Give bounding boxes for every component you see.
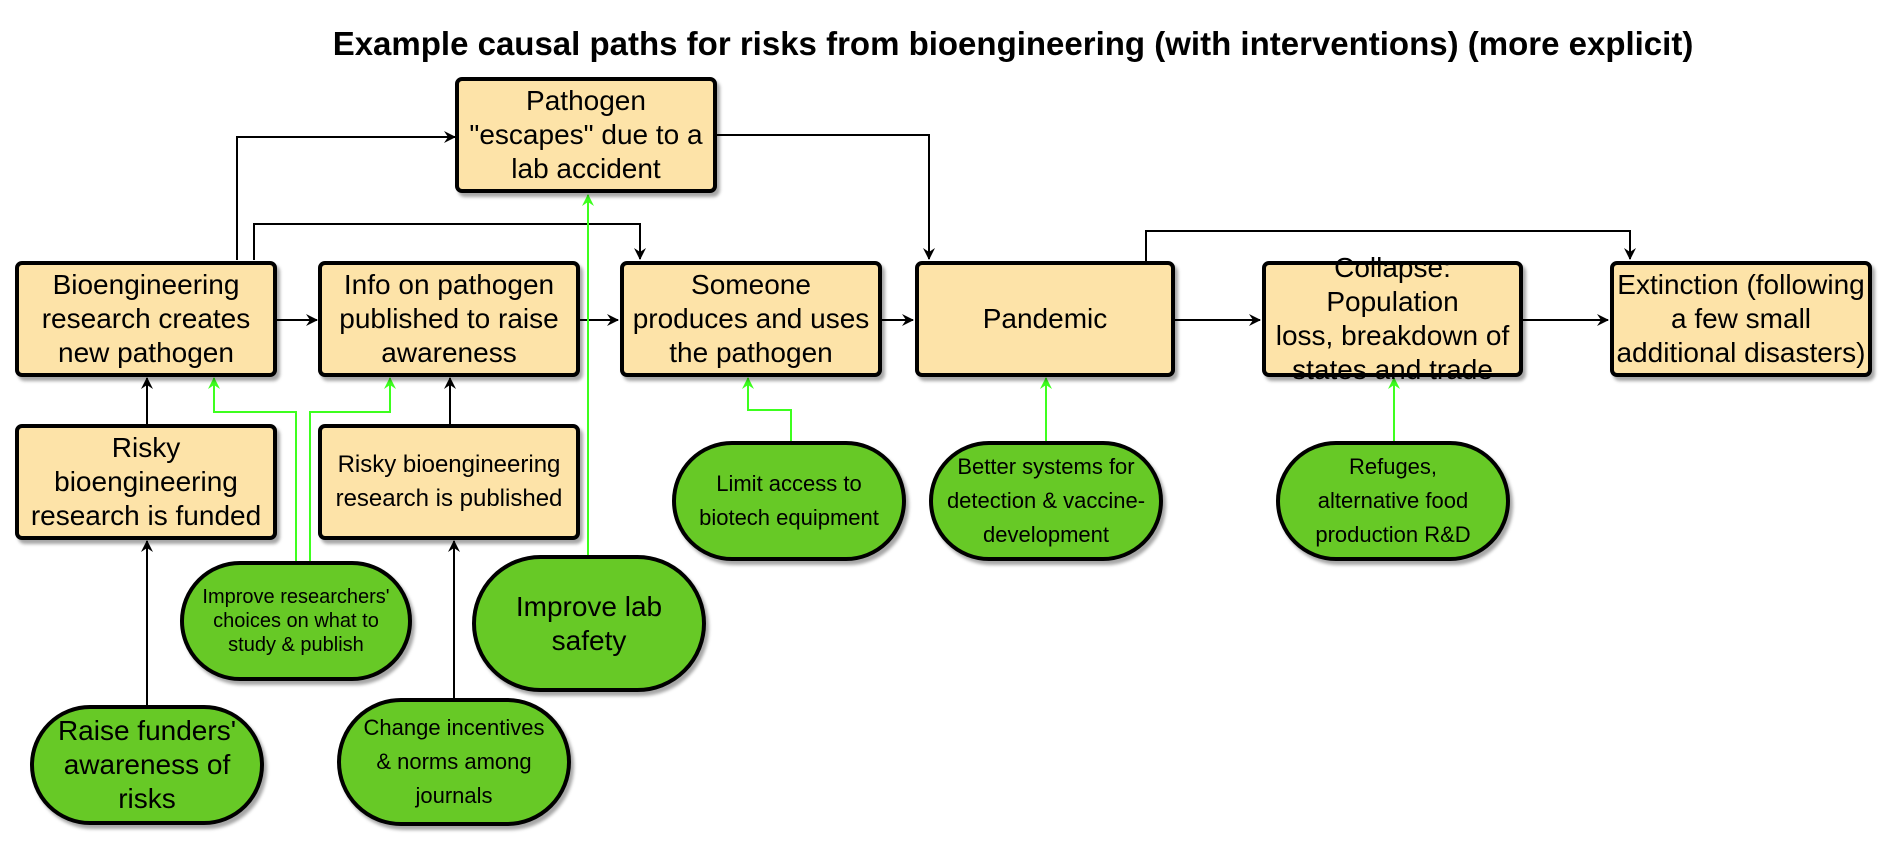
intervention-improve-lab-safety: Improve lab safety xyxy=(472,555,706,692)
node-extinction: Extinction (following a few small additi… xyxy=(1610,261,1872,377)
intervention-refuges: Refuges, alternative food production R&D xyxy=(1276,441,1510,561)
edge-creates-to-someone xyxy=(253,223,646,260)
node-pandemic: Pandemic xyxy=(915,261,1175,377)
node-research-funded: Risky bioengineering research is funded xyxy=(15,424,277,540)
intervention-raise-funders-awareness: Raise funders' awareness of risks xyxy=(30,705,264,825)
intervention-limit-access: Limit access to biotech equipment xyxy=(672,441,906,561)
edge-pandemic-to-extinction xyxy=(1145,230,1636,261)
intervention-improve-researchers-choices: Improve researchers' choices on what to … xyxy=(180,561,412,681)
intervention-change-incentives: Change incentives & norms among journals xyxy=(337,698,571,826)
edge-limit-to-someone xyxy=(742,377,792,441)
edge-researchers-to-creates xyxy=(208,377,297,561)
node-research-published: Risky bioengineering research is publish… xyxy=(318,424,580,540)
intervention-better-systems: Better systems for detection & vaccine- … xyxy=(929,441,1163,561)
diagram-title: Example causal paths for risks from bioe… xyxy=(332,25,1694,62)
node-someone-produces-uses: Someone produces and uses the pathogen xyxy=(620,261,882,377)
node-research-creates-pathogen: Bioengineering research creates new path… xyxy=(15,261,277,377)
edge-creates-to-escape xyxy=(236,131,456,260)
node-info-published: Info on pathogen published to raise awar… xyxy=(318,261,580,377)
node-collapse: Collapse: Population loss, breakdown of … xyxy=(1262,252,1523,385)
edge-escape-to-pandemic xyxy=(717,134,935,260)
node-pathogen-escapes: Pathogen "escapes" due to a lab accident xyxy=(455,77,717,193)
edge-researchers-to-info xyxy=(309,377,396,561)
